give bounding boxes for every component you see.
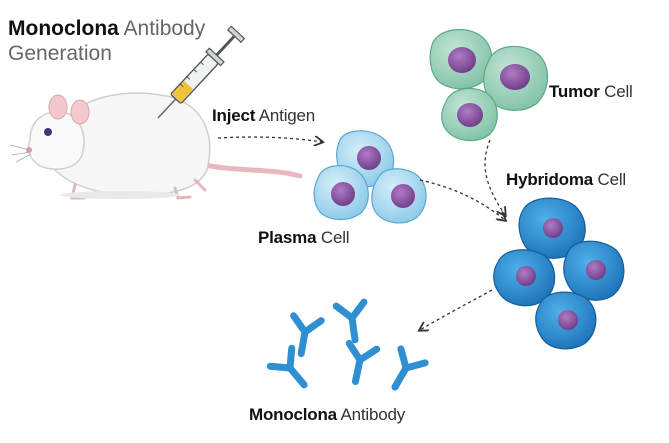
hybridoma-cell xyxy=(563,240,625,301)
antibody-icon xyxy=(266,298,429,391)
label-tumor-cell: Tumor Cell xyxy=(549,82,633,102)
arrow-mouse-to-plasma xyxy=(217,137,322,142)
antibody xyxy=(345,339,381,386)
plasma-cell xyxy=(313,164,369,221)
label-antibody-bold: Monoclona xyxy=(249,405,337,424)
label-plasma-bold: Plasma xyxy=(258,228,317,247)
syringe-icon xyxy=(157,25,246,119)
label-antibody-rest: Antibody xyxy=(336,405,406,424)
hybridoma-cell xyxy=(493,249,556,307)
antibody xyxy=(266,344,308,389)
tumor-cell xyxy=(429,28,493,90)
label-monoclonal-antibody: Monoclona Antibody xyxy=(249,405,405,425)
tumor-cell-icon xyxy=(429,28,549,142)
title-bold: Monoclona xyxy=(8,17,119,40)
mouse-icon xyxy=(9,92,303,200)
plasma-cell-icon xyxy=(313,130,427,224)
arrow-plasma-to-hybridoma xyxy=(419,179,505,220)
label-plasma-rest: Cell xyxy=(316,228,350,247)
title-rest: Antibody xyxy=(118,17,206,40)
label-hybridoma-cell: Hybridoma Cell xyxy=(506,170,626,190)
arrow-hybridoma-to-antibody xyxy=(420,289,493,330)
label-tumor-rest: Cell xyxy=(599,82,633,101)
diagram-title: Monoclona Antibody Generation xyxy=(8,16,205,66)
label-plasma-cell: Plasma Cell xyxy=(258,228,350,248)
tumor-cell xyxy=(441,87,498,142)
plasma-cell xyxy=(371,168,427,224)
label-inject-bold: Inject xyxy=(212,106,256,125)
arrows xyxy=(217,137,505,330)
hybridoma-cell xyxy=(535,291,597,350)
antibody xyxy=(391,345,429,391)
label-inject-antigen: Inject Antigen xyxy=(212,106,315,126)
title-line2: Generation xyxy=(8,42,112,65)
label-inject-rest: Antigen xyxy=(255,106,316,125)
arrow-tumor-to-hybridoma xyxy=(484,139,505,215)
hybridoma-cell-icon xyxy=(493,197,625,350)
label-hybridoma-bold: Hybridoma xyxy=(506,170,593,189)
tumor-cell xyxy=(483,45,549,111)
antibody xyxy=(290,312,325,358)
label-hybridoma-rest: Cell xyxy=(593,170,627,189)
antibody xyxy=(332,298,368,344)
label-tumor-bold: Tumor xyxy=(549,82,600,101)
